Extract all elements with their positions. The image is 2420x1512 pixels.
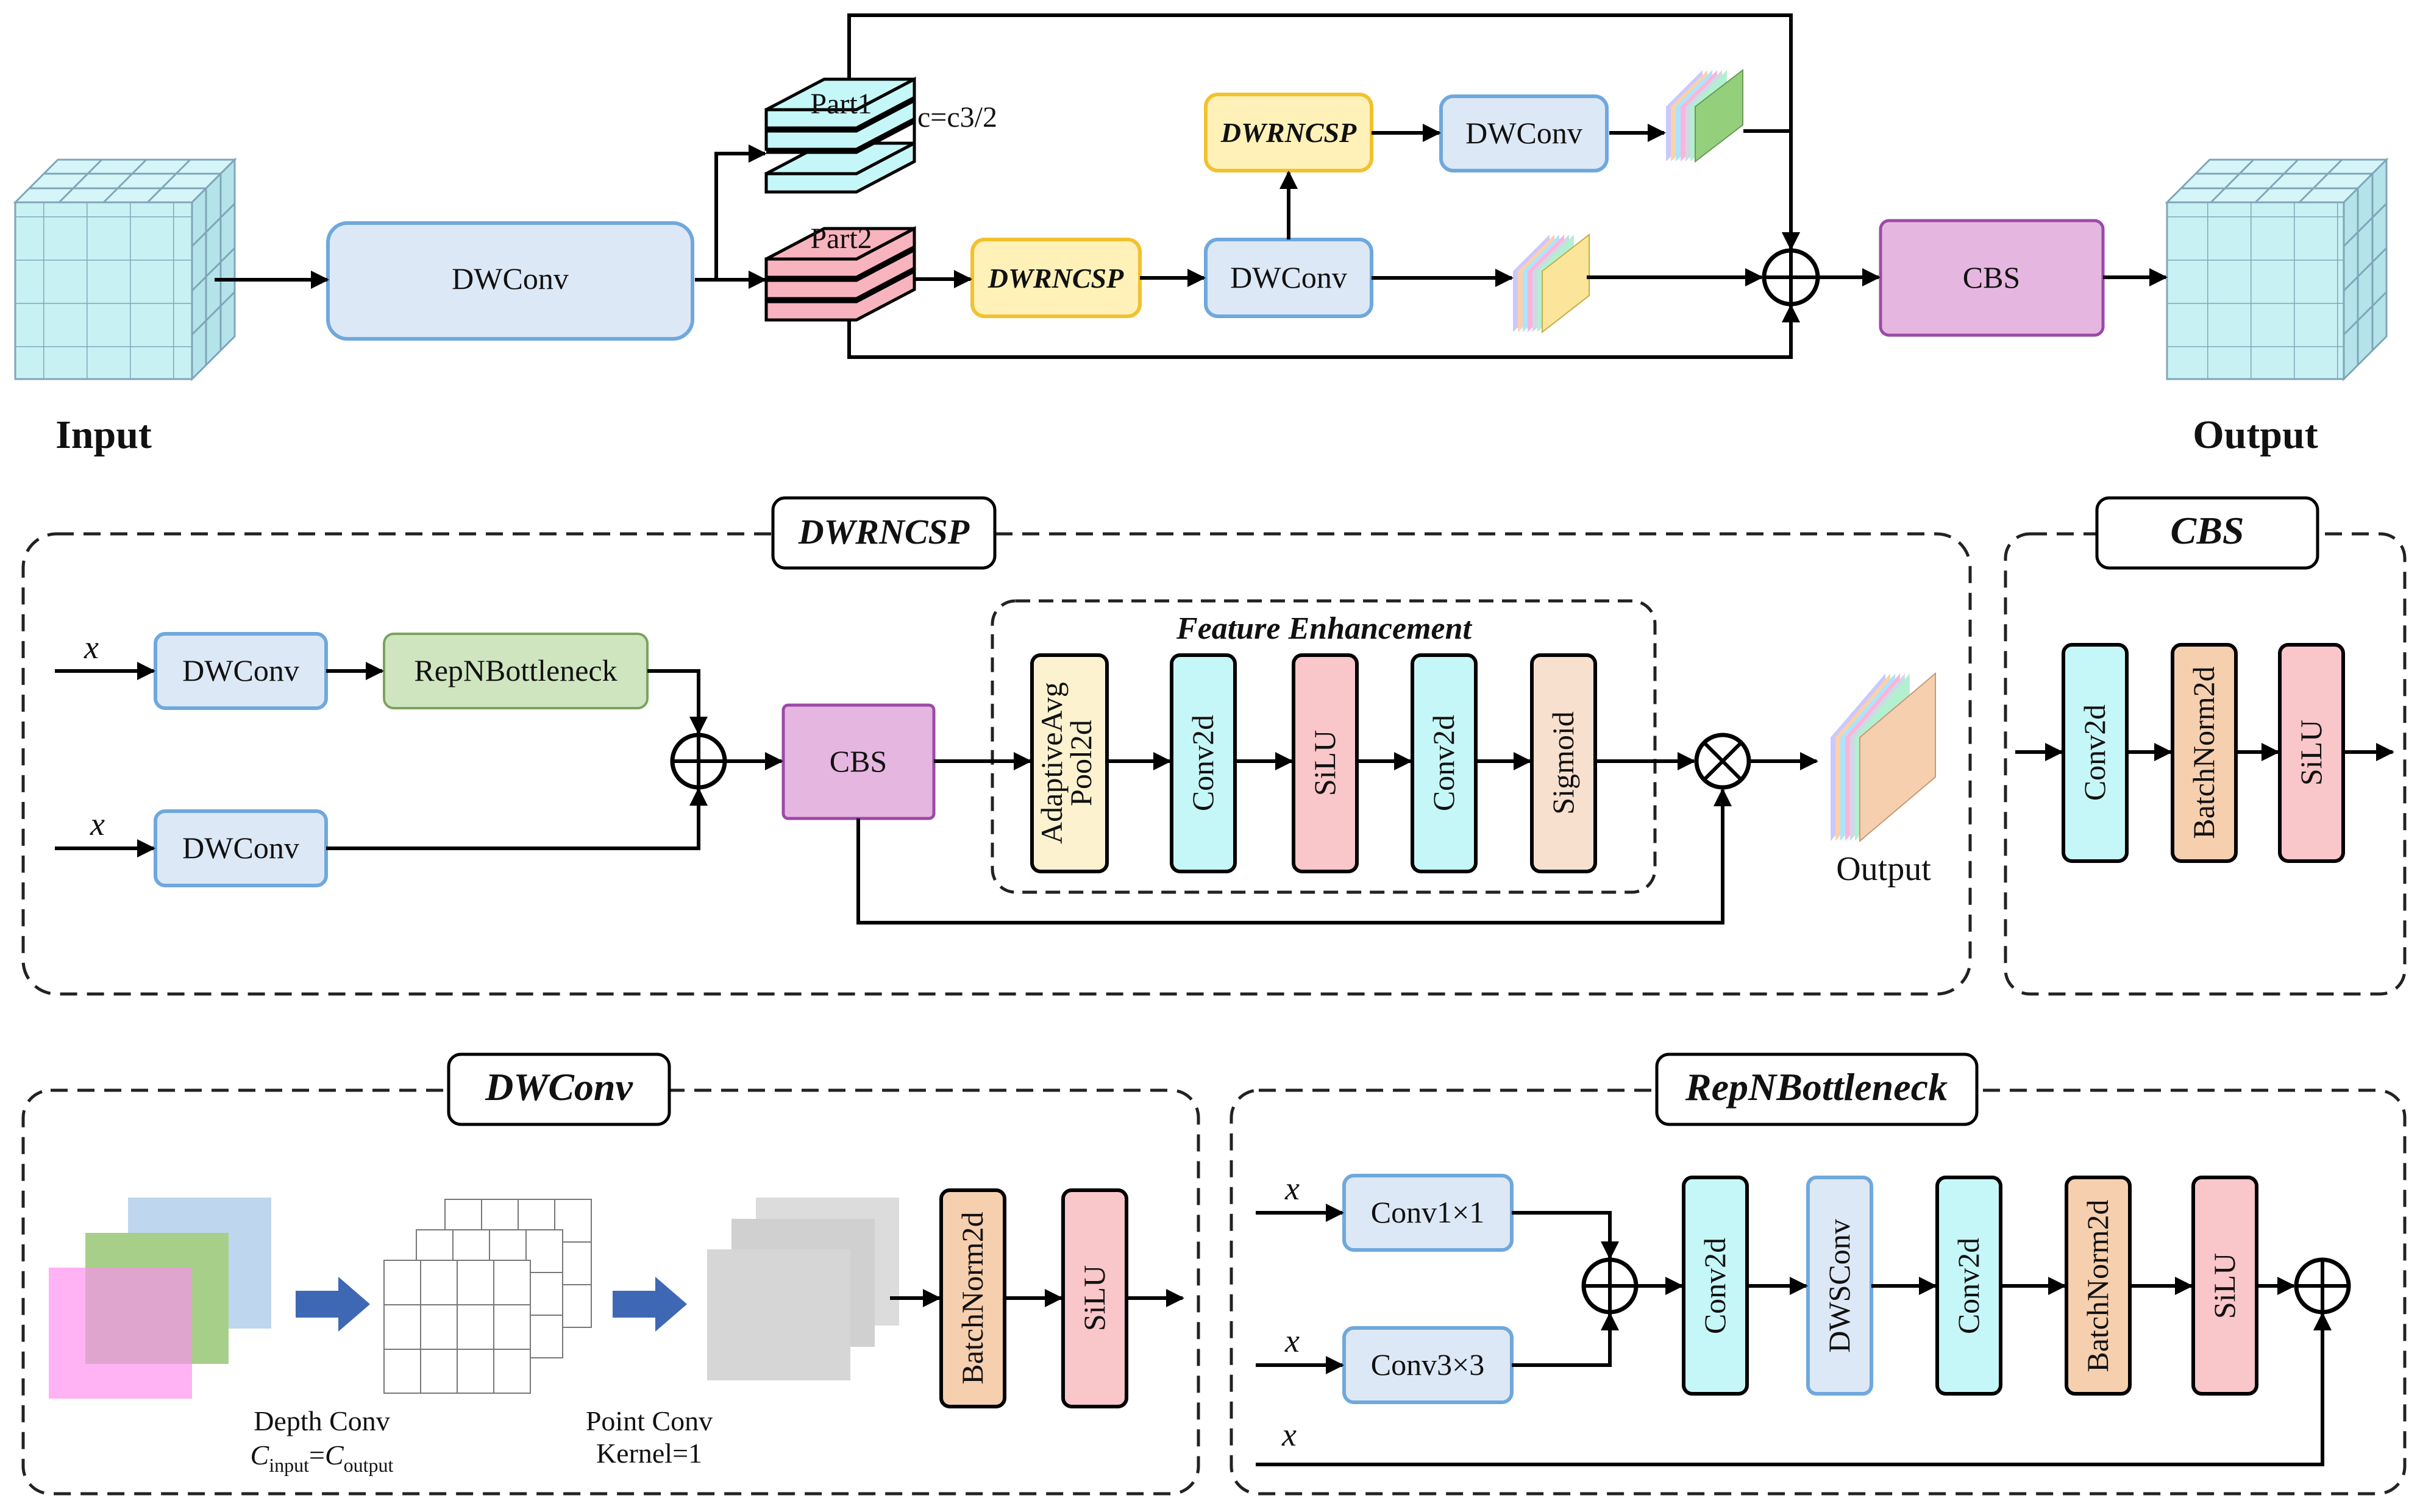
repn-concat-circle [1581,1257,1639,1315]
fe-silu-label: SiLU [1308,730,1342,796]
repn-connectors [1256,1204,2332,1466]
dwrncsp-label-b: DWRNCSP [988,263,1124,294]
dwrncsp-label-a: DWRNCSP [1220,117,1357,148]
dwrncsp-panel [21,532,1972,996]
fe-silu-box [1292,653,1359,873]
equals-sign: = [309,1439,325,1471]
input-cube [13,157,237,382]
dwconv-panel-title: DWConv [485,1065,633,1109]
c-input-sub: input [269,1454,309,1476]
fe-conv2d-label-2: Conv2d [1426,715,1461,811]
repn-label: RepNBottleneck [414,653,617,687]
cbs-batchnorm-label: BatchNorm2d [2187,666,2221,839]
dwrncsp-dwconv-label-1: DWConv [182,653,299,687]
repn-conv2d-label-1: Conv2d [1698,1238,1732,1334]
dwrncsp-x1: x [84,629,99,665]
adaptive-pool-line1: AdaptiveAvg [1034,682,1069,844]
input-label: Input [55,413,152,457]
repn-add-circle [2294,1257,2351,1315]
point-conv-label: Point Conv [586,1405,713,1436]
adaptive-pool-box [1030,653,1109,873]
output-label: Output [2193,413,2318,457]
fe-sigmoid-box [1530,653,1597,873]
depth-conv-formula: Cinput=Coutput [251,1439,394,1476]
cbs-conv2d-label: Conv2d [2077,705,2112,801]
repn-panel-title: RepNBottleneck [1685,1065,1948,1109]
cbs-label-top: CBS [1963,260,2021,294]
cbs-panel-title: CBS [2171,509,2244,552]
arrow-icon-2 [613,1277,687,1332]
dwrncsp-x2: x [90,806,105,842]
repn-x2: x [1284,1322,1300,1359]
channel-note: c=c3/2 [917,101,997,133]
dwrncsp-output-label: Output [1836,850,1931,888]
dwconv-batchnorm-label: BatchNorm2d [955,1212,989,1384]
dwconv-box-a [1439,94,1609,172]
depth-conv-label: Depth Conv [254,1405,390,1436]
feature-stack-mid [1513,233,1590,334]
dwconv-panel-title-box [447,1052,671,1126]
conv3x3-label: Conv3×3 [1371,1347,1485,1382]
dwrncsp-panel-title: DWRNCSP [798,512,970,552]
fe-conv2d-label-1: Conv2d [1186,715,1220,811]
part2-stack [764,225,916,322]
part2-label: Part2 [810,222,872,255]
feature-enhancement-panel [991,599,1657,894]
dwrncsp-cbs-label: CBS [830,744,888,778]
conv1x1-label: Conv1×1 [1371,1195,1485,1229]
fe-conv2d-box-2 [1411,653,1478,873]
arrow-icon-1 [296,1277,370,1332]
c-input-letter: C [251,1439,270,1471]
top-connectors [215,13,2168,359]
fe-conv2d-box-1 [1170,653,1237,873]
dwrncsp-connectors [55,662,1818,925]
adaptive-pool-line2: Pool2d [1064,720,1098,806]
concat-circle-top [1762,248,1820,307]
dwconv-label-a: DWConv [1465,116,1582,150]
kernel-label: Kernel=1 [596,1438,702,1469]
part1-label: Part1 [810,88,872,120]
c-output-sub: output [344,1454,394,1476]
feature-stack-top [1666,68,1743,163]
repn-batchnorm-label: BatchNorm2d [2080,1199,2115,1372]
dwconv-label-b: DWConv [1230,260,1347,294]
dwconv-silu-label: SiLU [1077,1265,1111,1331]
repn-conv2d-label-2: Conv2d [1951,1238,1985,1334]
input-channels-illustration [49,1198,271,1399]
fe-sigmoid-label: Sigmoid [1546,711,1580,814]
feature-enhancement-title: Feature Enhancement [1176,611,1472,646]
dwconv-main-label: DWConv [452,261,569,296]
repn-x3: x [1281,1416,1297,1453]
repn-silu-label: SiLU [2207,1253,2241,1319]
pointwise-output-planes [707,1198,899,1380]
depthwise-kernel-grid [383,1199,592,1394]
feature-stack-output [1831,672,1936,843]
multiply-circle [1694,733,1751,790]
cbs-silu-label: SiLU [2294,720,2328,786]
dwsconv-label: DWSConv [1822,1219,1856,1352]
dwrncsp-panel-title-box [771,496,997,570]
cbs-panel-title-box [2095,496,2319,570]
output-cube [2165,157,2389,382]
dwrncsp-concat-circle [670,733,727,790]
repn-x1: x [1284,1170,1300,1207]
dwrncsp-dwconv-label-2: DWConv [182,831,299,865]
c-output-letter: C [325,1439,344,1471]
repn-panel-title-box [1655,1052,1979,1126]
